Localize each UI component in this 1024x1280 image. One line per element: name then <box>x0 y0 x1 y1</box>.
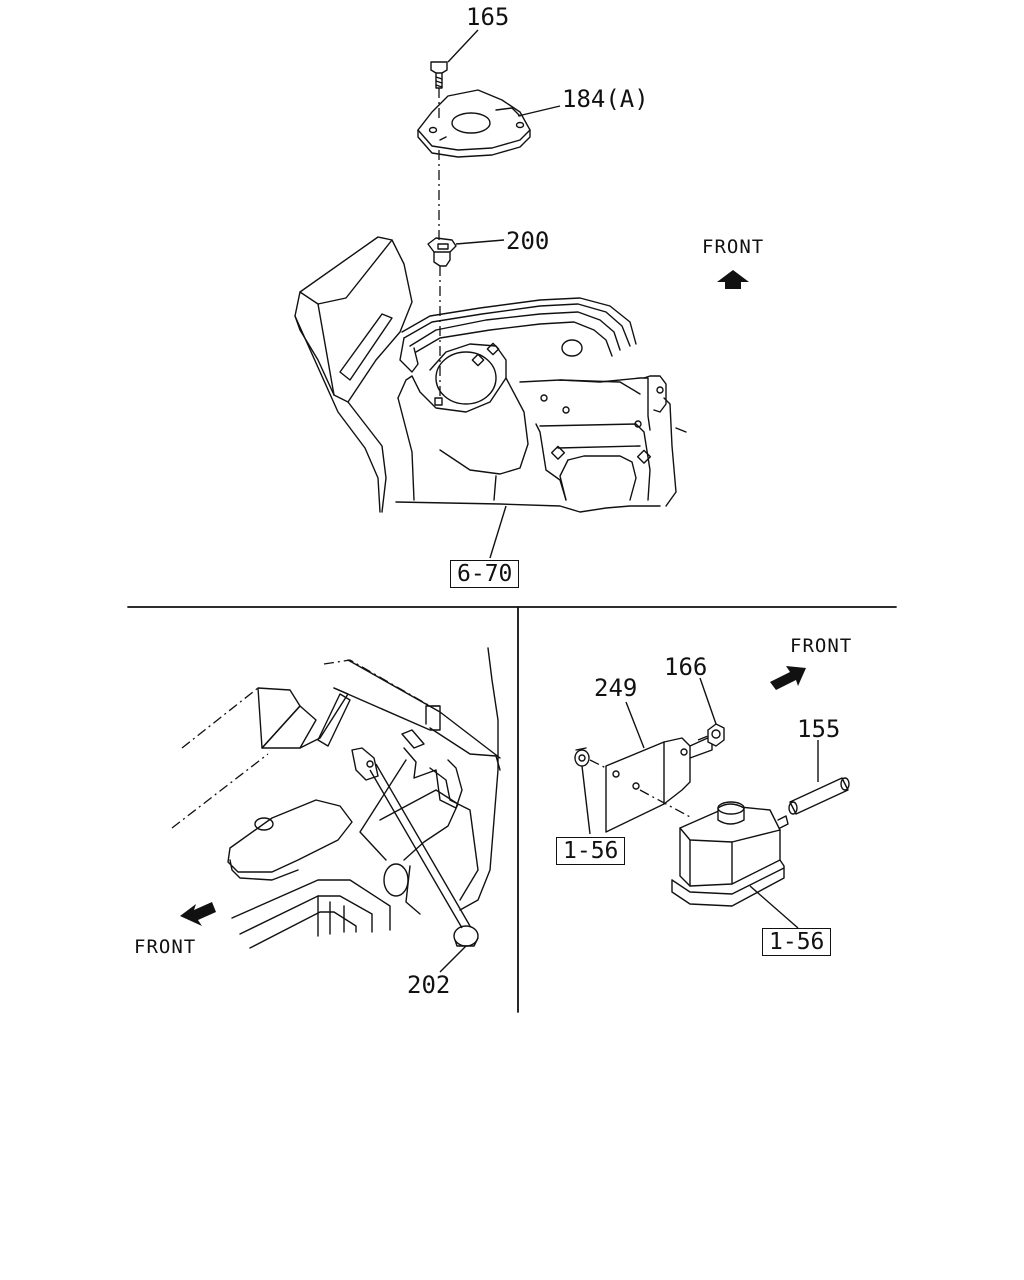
hose-155 <box>788 777 850 815</box>
front-label-top: FRONT <box>702 236 765 258</box>
leader-200 <box>455 239 505 245</box>
ref-box-1-56-tank: 1-56 <box>762 928 832 956</box>
ref-box-1-56-washer: 1-56 <box>556 837 626 865</box>
front-arrow-down-left-icon <box>180 902 216 926</box>
bottom-left-view-plug <box>171 647 501 973</box>
leader-156a <box>581 765 591 835</box>
reservoir-tank <box>671 801 789 907</box>
leader-249 <box>625 701 645 749</box>
clip-nut-200 <box>427 237 457 267</box>
front-arrow-up-icon <box>717 270 749 289</box>
washer-left <box>574 747 590 767</box>
callout-166: 166 <box>664 653 708 681</box>
leader-202 <box>439 945 467 973</box>
bolt-165 <box>430 61 448 89</box>
assembly-centerline <box>438 88 441 398</box>
callout-155: 155 <box>797 715 841 743</box>
bottom-right-view-reservoir <box>574 666 850 929</box>
leader-184 <box>517 105 561 117</box>
front-label-left: FRONT <box>134 936 197 958</box>
callout-249: 249 <box>594 674 638 702</box>
bracket-249 <box>605 735 713 833</box>
plug-202 <box>453 925 479 947</box>
bracket-plate-184 <box>417 89 531 158</box>
leader-670 <box>489 505 507 559</box>
leader-165 <box>447 29 479 63</box>
callout-184a: 184(A) <box>562 85 649 113</box>
leader-166 <box>699 677 717 725</box>
callout-165: 165 <box>466 3 510 31</box>
front-arrow-up-right-icon <box>770 666 806 690</box>
nut-166 <box>707 723 725 747</box>
top-view-assembly <box>294 29 749 559</box>
leader-202-dashline <box>369 763 471 929</box>
ref-box-6-70: 6-70 <box>450 560 520 588</box>
front-label-right: FRONT <box>790 635 853 657</box>
callout-200: 200 <box>506 227 550 255</box>
body-panel-floor <box>294 236 687 513</box>
leader-156b <box>749 885 799 929</box>
callout-202: 202 <box>407 971 451 999</box>
